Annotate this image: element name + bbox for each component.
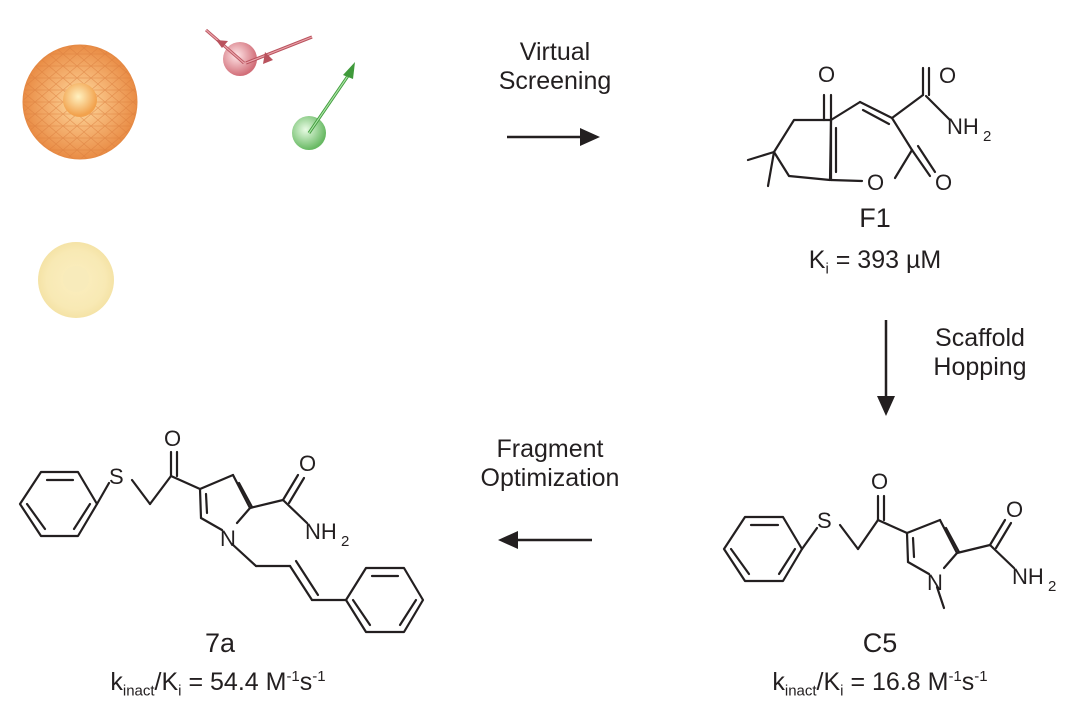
step-virtual-screening: Virtual Screening bbox=[480, 38, 630, 96]
structure-f1: O O NH 2 O O bbox=[746, 62, 991, 195]
c5-sulfur: S bbox=[817, 508, 832, 533]
f1-k: K bbox=[808, 246, 826, 274]
arrow-virtual-screening bbox=[507, 128, 600, 146]
arrow-scaffold-hopping bbox=[877, 320, 895, 416]
7a-exp1: -1 bbox=[286, 668, 300, 685]
pharmacophore-model bbox=[22, 28, 355, 318]
step-sh-line1: Scaffold bbox=[935, 324, 1025, 352]
c5-ki: /K bbox=[816, 668, 841, 696]
hydrophobic-sphere bbox=[22, 44, 138, 160]
7a-value-rest: = 54.4 M bbox=[181, 668, 287, 696]
7a-k: k bbox=[110, 668, 123, 696]
step-vs-line2: Screening bbox=[498, 66, 612, 95]
c5-amide-sub: 2 bbox=[1048, 578, 1056, 595]
7a-sulfur: S bbox=[109, 464, 124, 489]
acceptor-sphere bbox=[205, 28, 313, 76]
step-vs-line1: Virtual bbox=[519, 38, 591, 66]
7a-s: s bbox=[299, 668, 313, 696]
c5-nitrogen: N bbox=[927, 570, 943, 595]
compound-name-c5: C5 bbox=[862, 628, 898, 658]
compound-value-f1: Ki = 393 µM bbox=[770, 246, 980, 278]
step-fo-line2: Optimization bbox=[480, 463, 620, 492]
structure-7a: S O O N NH 2 bbox=[18, 426, 425, 634]
compound-name-7a: 7a bbox=[204, 628, 236, 658]
c5-k-sub: inact bbox=[784, 682, 817, 700]
7a-k-sub: inact bbox=[122, 682, 155, 700]
7a-ketone-oxygen: O bbox=[164, 426, 181, 451]
f1-amide-oxygen: O bbox=[939, 63, 956, 88]
arrow-fragment-optimization bbox=[498, 531, 592, 549]
c5-k: k bbox=[772, 668, 785, 696]
7a-amide-sub: 2 bbox=[341, 533, 349, 550]
f1-k-sub: i bbox=[825, 260, 829, 278]
c5-ki-sub: i bbox=[840, 682, 844, 700]
step-fo-line1: Fragment bbox=[496, 435, 604, 463]
f1-ring-oxygen: O bbox=[867, 170, 884, 195]
donor-sphere bbox=[292, 62, 355, 150]
7a-ki: /K bbox=[154, 668, 179, 696]
7a-exp2: -1 bbox=[312, 668, 326, 685]
step-sh-line2: Hopping bbox=[933, 352, 1027, 381]
structure-c5: S O O N NH 2 bbox=[722, 469, 1056, 610]
c5-exp1: -1 bbox=[948, 668, 962, 685]
compound-name-f1: F1 bbox=[859, 203, 891, 233]
c5-amide-oxygen: O bbox=[1006, 497, 1023, 522]
f1-amide-sub: 2 bbox=[983, 128, 991, 145]
f1-lactone-oxygen: O bbox=[935, 170, 952, 195]
c5-value-rest: = 16.8 M bbox=[843, 668, 949, 696]
f1-value-rest: = 393 µM bbox=[828, 246, 942, 274]
7a-amide-nh: NH bbox=[305, 519, 337, 544]
aromatic-sphere bbox=[38, 242, 114, 318]
f1-ketone-oxygen: O bbox=[818, 62, 835, 87]
7a-amide-oxygen: O bbox=[299, 451, 316, 476]
c5-s: s bbox=[961, 668, 975, 696]
c5-amide-nh: NH bbox=[1012, 564, 1044, 589]
7a-nitrogen: N bbox=[220, 526, 236, 551]
c5-exp2: -1 bbox=[974, 668, 988, 685]
7a-ki-sub: i bbox=[178, 682, 182, 700]
f1-amide-nh: NH bbox=[947, 114, 979, 139]
compound-value-7a: kinact/Ki = 54.4 M-1s-1 bbox=[78, 668, 358, 700]
c5-ketone-oxygen: O bbox=[871, 469, 888, 494]
step-fragment-optimization: Fragment Optimization bbox=[455, 435, 645, 493]
compound-value-c5: kinact/Ki = 16.8 M-1s-1 bbox=[745, 668, 1015, 700]
step-scaffold-hopping: Scaffold Hopping bbox=[900, 324, 1060, 382]
